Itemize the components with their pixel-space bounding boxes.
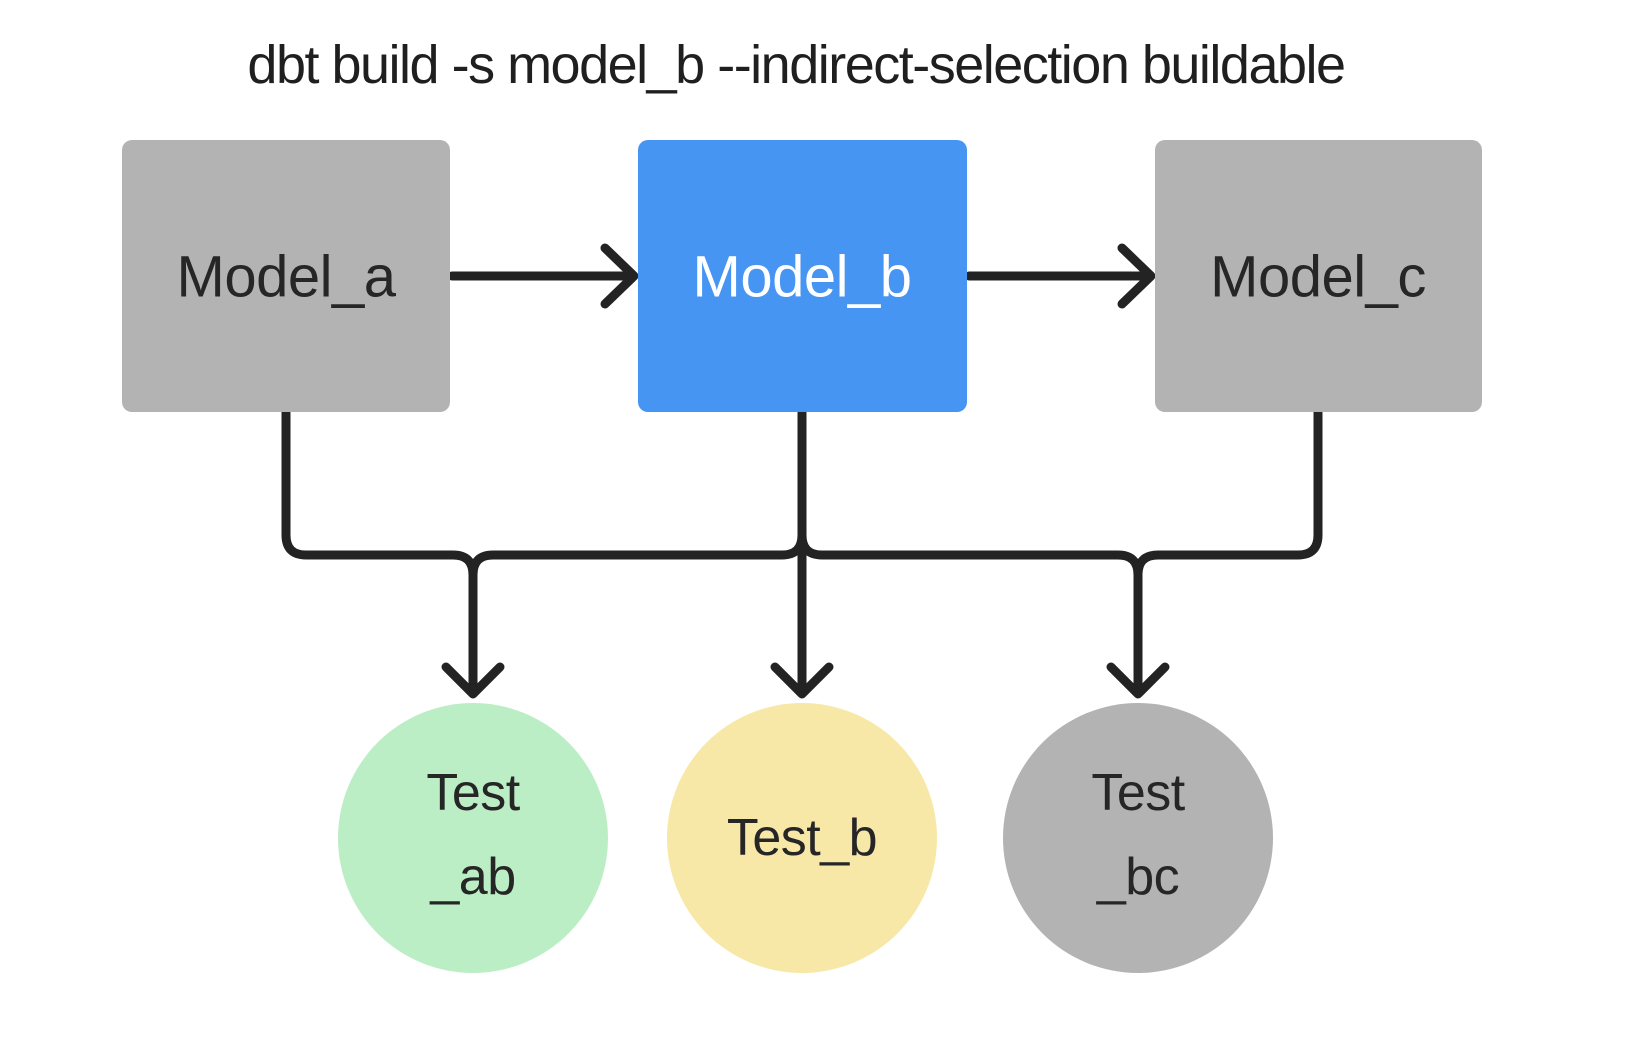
model-a-node — [122, 140, 450, 412]
arrowhead-test-b — [770, 662, 834, 699]
test-ab-node — [338, 703, 608, 973]
model-b-node — [638, 140, 967, 412]
edge-model-b-to-test-bc — [797, 530, 1143, 698]
test-bc-node — [1003, 703, 1273, 973]
model-a-label: Model_a — [177, 245, 397, 310]
model-c-label: Model_c — [1210, 245, 1426, 310]
diagram-title: dbt build -s model_b --indirect-selectio… — [247, 35, 1344, 95]
edge-model-c-to-test-bc — [1133, 407, 1323, 698]
test-ab-label-line2: _ab — [429, 848, 515, 906]
edge-group — [281, 243, 1323, 699]
test-node-group: Test _ab Test_b Test _bc — [338, 703, 1273, 973]
model-c-node — [1155, 140, 1482, 412]
arrowhead-test-bc — [1106, 662, 1170, 699]
test-b-node — [667, 703, 937, 973]
test-ab-label-line1: Test — [426, 764, 520, 822]
test-bc-label-line1: Test — [1091, 764, 1185, 822]
arrowhead-model-a-to-model-b — [600, 243, 639, 309]
test-bc-label-line2: _bc — [1096, 848, 1179, 906]
model-b-label: Model_b — [693, 245, 912, 310]
test-b-label-line1: Test_b — [727, 809, 877, 867]
arrowhead-test-ab — [441, 662, 505, 699]
edge-model-a-to-test-ab — [281, 407, 478, 698]
model-node-group: Model_a Model_b Model_c — [122, 140, 1482, 412]
edge-model-b-to-test-ab — [468, 530, 807, 698]
arrowhead-model-b-to-model-c — [1117, 243, 1156, 309]
